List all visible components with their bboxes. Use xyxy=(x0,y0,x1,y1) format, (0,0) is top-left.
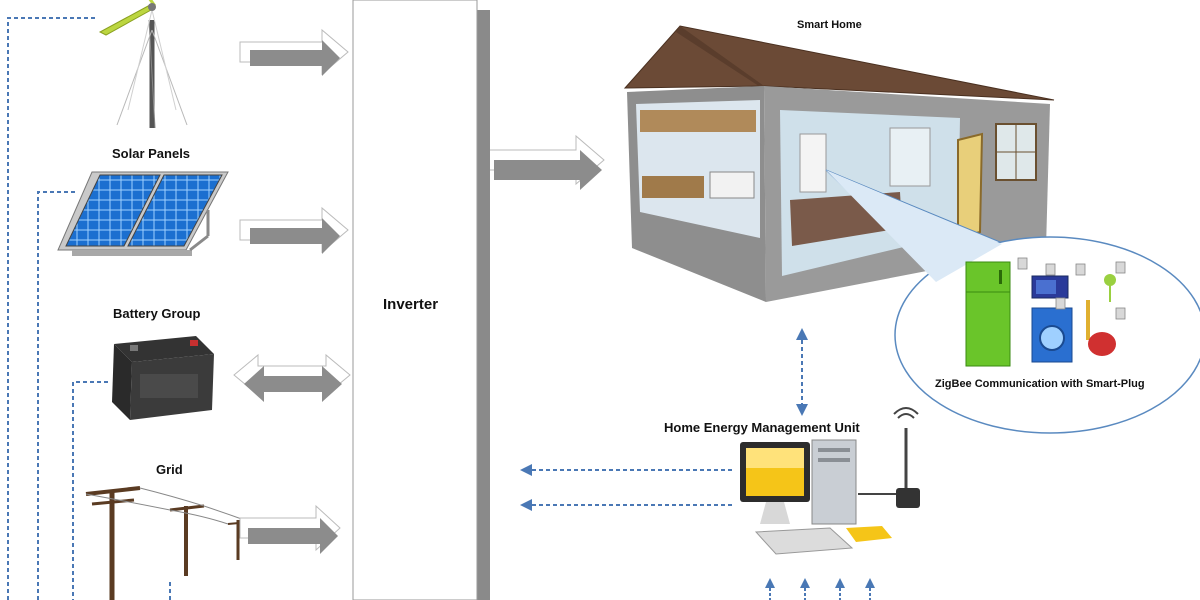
arrow-grid-to-inverter xyxy=(239,504,341,554)
wind-turbine-icon xyxy=(98,0,188,129)
washer-icon xyxy=(1031,307,1073,363)
arrow-inverter-to-home xyxy=(485,134,605,190)
smart-plug-icons xyxy=(1017,257,1126,320)
microwave-icon xyxy=(1031,275,1069,299)
hemu-to-inverter-signals xyxy=(520,464,732,511)
computer-icon xyxy=(740,439,892,555)
smart-home-label: Smart Home xyxy=(797,19,862,31)
arrow-solar-to-inverter xyxy=(239,206,349,254)
arrow-battery-inverter-bidirectional xyxy=(233,353,351,402)
bottom-input-signals xyxy=(765,578,875,600)
hemu-label: Home Energy Management Unit xyxy=(664,420,860,435)
house-hemu-link xyxy=(796,328,808,416)
solar-panel-icon xyxy=(57,171,229,256)
vacuum-icon xyxy=(1086,300,1116,356)
power-pole-icon xyxy=(85,486,251,600)
gray-arrows xyxy=(233,28,605,554)
grid-label: Grid xyxy=(156,462,183,477)
fridge-icon xyxy=(965,261,1011,367)
arrow-wind-to-inverter xyxy=(239,28,349,76)
inverter-label: Inverter xyxy=(383,296,439,313)
solar-panels-label: Solar Panels xyxy=(112,146,191,161)
wifi-antenna-icon xyxy=(858,407,920,508)
inverter-box xyxy=(352,0,490,600)
battery-icon xyxy=(112,336,214,420)
battery-group-label: Battery Group xyxy=(113,306,201,321)
zigbee-label: ZigBee Communication with Smart-Plug xyxy=(935,378,1145,390)
left-signal-lines xyxy=(7,17,171,600)
fan-icon xyxy=(1104,274,1116,302)
